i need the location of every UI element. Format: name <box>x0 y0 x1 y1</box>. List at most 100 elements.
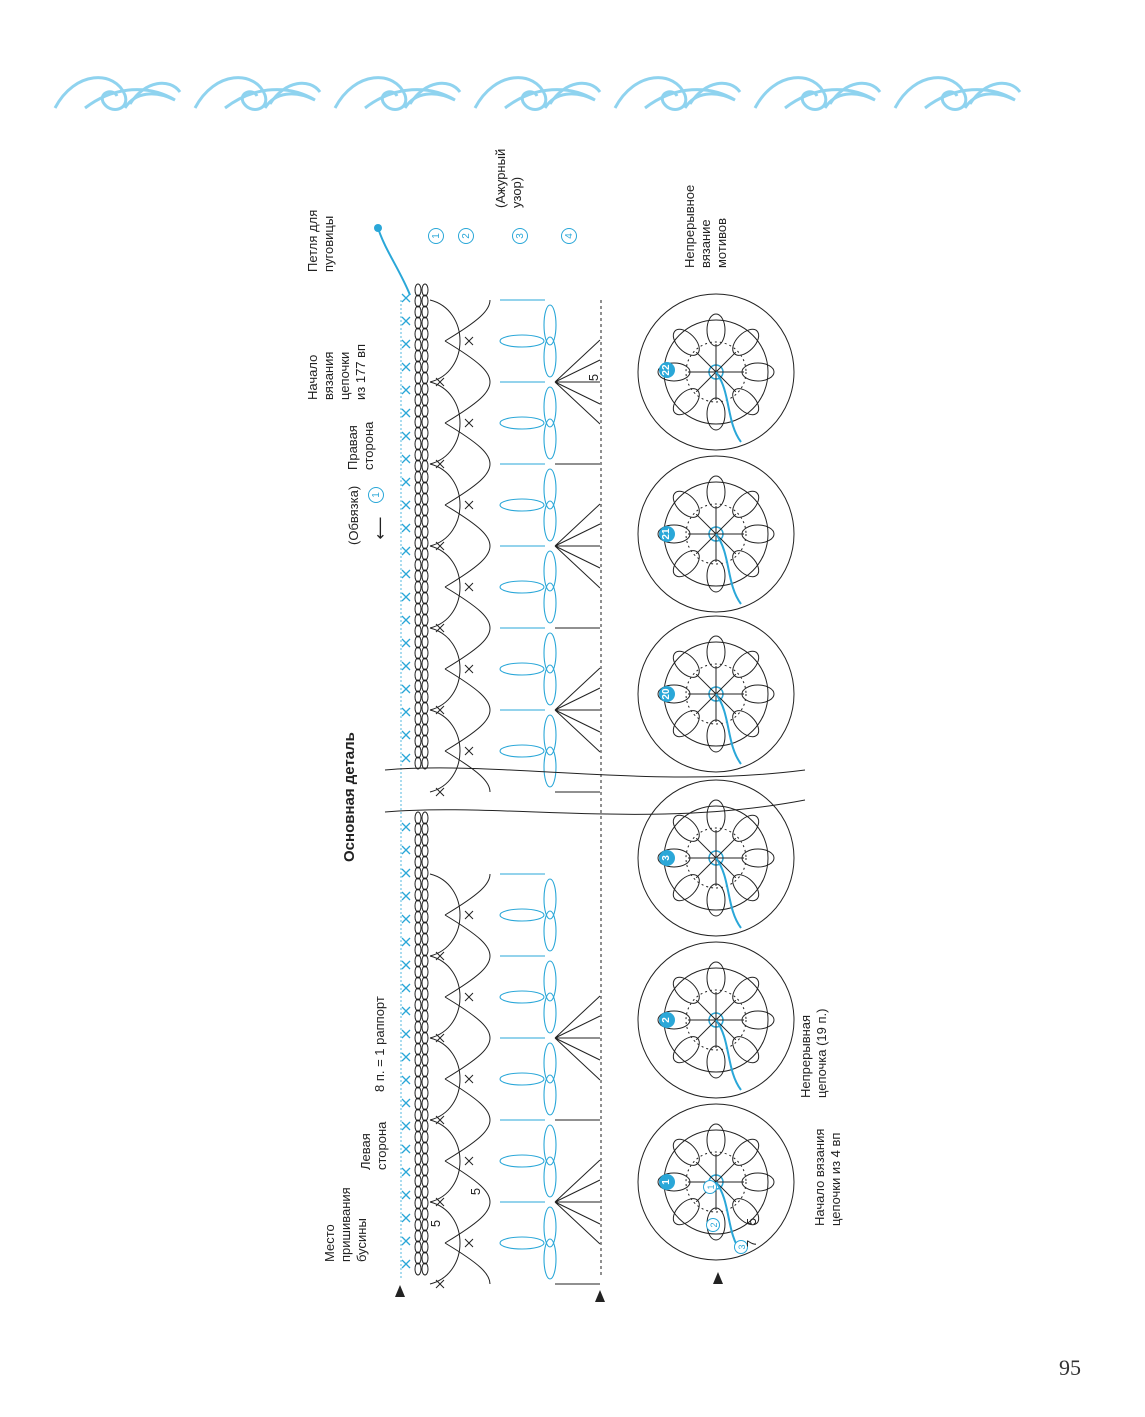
motif-petal <box>706 313 726 347</box>
chain-arc <box>429 709 461 793</box>
chain-stitch <box>421 1207 429 1221</box>
single-crochet-symbol <box>401 546 411 556</box>
chain-stitch <box>421 1251 429 1265</box>
label-line: Начало вязания <box>812 1128 827 1226</box>
chain-arc <box>444 914 491 957</box>
chain-stitch <box>414 1075 422 1089</box>
chain-arc <box>444 1201 491 1244</box>
chain-stitch <box>421 514 429 528</box>
motif-spoke <box>695 1019 717 1041</box>
chain-stitch <box>414 910 422 924</box>
chain-stitch <box>414 349 422 363</box>
stitch-count: 7 <box>744 1239 760 1248</box>
motif-inner-ring <box>685 1151 747 1213</box>
chain-stitch <box>421 1240 429 1254</box>
label-line: пуговицы <box>321 215 336 272</box>
chain-stitch <box>414 921 422 935</box>
flourish-curl <box>193 76 268 111</box>
chain-stitch <box>414 283 422 297</box>
label-line: (Ажурный <box>493 148 508 208</box>
chain-arc <box>444 955 491 998</box>
chain-stitch <box>414 1174 422 1188</box>
chain-stitch <box>414 701 422 715</box>
chain-arc <box>444 709 491 752</box>
flourish-leaf <box>504 88 596 110</box>
chain-stitch <box>421 657 429 671</box>
motif-spoke <box>695 673 717 695</box>
chain-stitch <box>414 668 422 682</box>
chain-stitch <box>421 1141 429 1155</box>
arrow-down-icon: ⟵ <box>370 516 390 540</box>
chain-stitch <box>421 635 429 649</box>
chain-stitch <box>414 536 422 550</box>
chain-stitch <box>414 327 422 341</box>
single-crochet-symbol <box>401 960 411 970</box>
chain-stitch <box>421 690 429 704</box>
label-line: Правая <box>345 425 360 470</box>
row-4-shells <box>554 300 602 1285</box>
single-crochet-symbol <box>401 891 411 901</box>
single-crochet-symbol <box>401 638 411 648</box>
motif-petal <box>706 1045 726 1079</box>
chain-stitch <box>421 976 429 990</box>
flourish-curl <box>333 76 408 111</box>
chain-stitch <box>421 459 429 473</box>
chain-stitch <box>414 525 422 539</box>
chain-stitch <box>421 591 429 605</box>
puff-stitch <box>499 662 545 676</box>
chain-stitch <box>414 679 422 693</box>
repeat-label: 8 п. = 1 раппорт <box>372 996 387 1092</box>
label-line: Место <box>322 1224 337 1262</box>
motif-outer-ring <box>637 941 795 1099</box>
chain-stitch <box>421 316 429 330</box>
chain-stitch <box>414 624 422 638</box>
chain-stitch <box>421 822 429 836</box>
chain-stitch <box>421 393 429 407</box>
single-crochet-symbol <box>401 293 411 303</box>
flourish-scroll <box>893 76 1022 111</box>
single-crochet-symbol <box>401 1190 411 1200</box>
single-crochet-symbol <box>401 523 411 533</box>
chain-stitch <box>421 877 429 891</box>
triangle-marker-icon <box>395 1285 405 1297</box>
chain-stitch <box>421 932 429 946</box>
flourish-wave <box>688 81 742 105</box>
chain-stitch <box>414 877 422 891</box>
chain-stitch <box>414 371 422 385</box>
chain-stitch <box>414 591 422 605</box>
chain-stitch <box>421 382 429 396</box>
flourish-leaf <box>224 88 316 110</box>
chain-arc <box>444 668 491 711</box>
single-crochet-symbol <box>464 582 474 592</box>
chain-stitch <box>421 888 429 902</box>
chain-arc <box>444 545 491 588</box>
motif-spoke <box>715 351 737 373</box>
chain-stitch <box>421 921 429 935</box>
chain-stitch <box>421 679 429 693</box>
chain-stitch <box>414 1163 422 1177</box>
single-crochet-symbol <box>464 664 474 674</box>
chain-stitch <box>414 1053 422 1067</box>
chain-stitch <box>414 822 422 836</box>
chain-stitch <box>414 635 422 649</box>
motif-petal <box>706 475 726 509</box>
chain-stitch <box>421 1262 429 1276</box>
label-line: из 177 вп <box>353 343 368 400</box>
single-crochet-symbol <box>401 822 411 832</box>
single-crochet-symbol <box>401 316 411 326</box>
motif-petal <box>706 883 726 917</box>
flourish-leaf <box>84 88 176 110</box>
motif-outer-ring <box>637 615 795 773</box>
page-number: 95 <box>1059 1355 1081 1380</box>
motif-round-1: 1 <box>703 1180 717 1194</box>
stitch-count: 5 <box>428 1219 444 1228</box>
chain-stitch <box>421 756 429 770</box>
break-line <box>384 799 806 815</box>
chain-stitch <box>414 998 422 1012</box>
chain-stitch <box>421 404 429 418</box>
single-crochet-symbol <box>401 868 411 878</box>
chain-stitch <box>414 657 422 671</box>
chain-arc <box>444 422 491 465</box>
chain-stitch <box>421 998 429 1012</box>
